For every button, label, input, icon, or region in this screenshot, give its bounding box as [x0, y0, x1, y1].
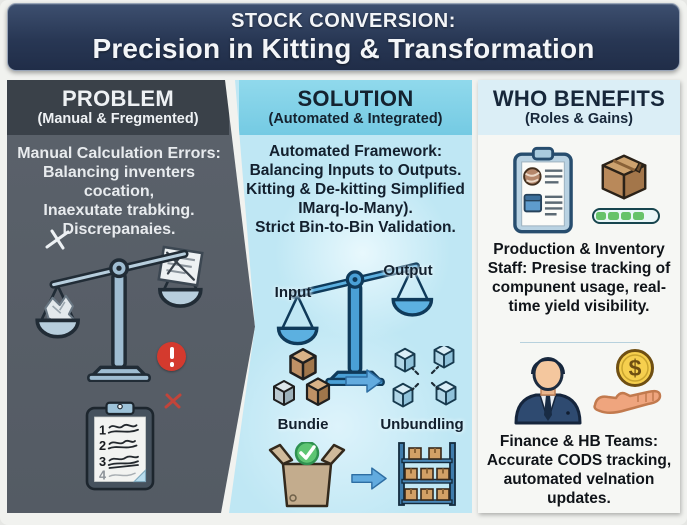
bundle-label: Bundie [277, 416, 329, 433]
progress-bar [592, 208, 660, 224]
column-solution: SOLUTION (Automated & Integrated) Automa… [229, 80, 472, 513]
problem-title: PROBLEM [61, 86, 175, 111]
error-checklist-icon: 1 2 3 4 [85, 401, 155, 491]
alert-icon [157, 342, 186, 371]
progress-segment [620, 212, 632, 220]
solution-body-line: Strict Bin-to-Bin Validation. [255, 219, 456, 236]
solution-header: SOLUTION (Automated & Integrated) [239, 80, 472, 135]
problem-subtitle: (Manual & Fregmented) [37, 111, 199, 127]
benefit-line: Presise tracking of [531, 260, 671, 277]
solution-body-line: Kitting & De-kitting Simplified [246, 181, 465, 198]
list-number: 3 [99, 454, 106, 469]
solution-body-line: Balancing Inputs to Outputs. [249, 162, 462, 179]
problem-header: PROBLEM (Manual & Fregmented) [7, 80, 229, 135]
benefit-line: Finance & HB Teams: [499, 433, 659, 450]
benefit-line: Production & [493, 241, 591, 258]
unbalanced-scale-icon [35, 245, 204, 382]
progress-segment [633, 212, 644, 220]
red-x-icon [164, 393, 182, 409]
benefits-header: WHO BENEFITS (Roles & Gains) [478, 80, 680, 135]
package-box-icon [601, 154, 647, 200]
page-title: Precision in Kitting & Transformation [92, 33, 595, 64]
input-label: Input [274, 284, 312, 301]
problem-body-line: Inaexutate trabking. [43, 202, 195, 219]
list-number: 2 [99, 438, 106, 453]
progress-segment [596, 212, 607, 220]
problem-body-line: Discrepanaies. [62, 221, 176, 238]
columns-container: PROBLEM (Manual & Fregmented) Manual Cal… [7, 80, 680, 513]
bundle-icon [273, 348, 331, 406]
list-number: 1 [99, 422, 106, 437]
dollar-symbol: $ [629, 355, 642, 381]
unbundle-label: Unbundling [380, 416, 464, 433]
problem-body-line: Balancing inventers cocation, [42, 164, 196, 200]
inventory-clipboard-icon [513, 146, 573, 234]
benefit-line: updates. [547, 490, 611, 507]
solution-subtitle: (Automated & Integrated) [268, 111, 443, 127]
solution-body-line: Automated Framework: [268, 143, 443, 160]
column-problem: PROBLEM (Manual & Fregmented) Manual Cal… [7, 80, 255, 513]
benefits-subtitle: (Roles & Gains) [525, 111, 633, 127]
progress-segment-empty [646, 212, 656, 220]
progress-segment [608, 212, 619, 220]
column-benefits: WHO BENEFITS (Roles & Gains) [478, 80, 680, 513]
unbundle-icon [392, 346, 457, 408]
title-kicker: STOCK CONVERSION: [231, 10, 456, 32]
scribble-lines [107, 423, 139, 469]
benefit-line: automated velnation [503, 471, 655, 488]
finance-person-icon [514, 357, 582, 425]
main-title-banner: STOCK CONVERSION: Precision in Kitting &… [7, 3, 680, 71]
list-number: 4 [99, 467, 107, 482]
crossout-icon [45, 229, 70, 250]
solution-body-line: IMarq-lo-Many). [298, 200, 413, 217]
finance-benefit-text: Finance & HB Teams: Accurate CODS tracki… [478, 432, 680, 508]
production-benefit-text: Production & Inventory Staff: Presise tr… [478, 240, 680, 316]
benefits-title: WHO BENEFITS [492, 86, 666, 111]
output-label: Output [383, 262, 433, 279]
section-divider [520, 342, 640, 343]
arrow-icon [351, 467, 387, 490]
solution-body: Automated Framework: Balancing Inputs to… [239, 142, 472, 237]
coin-hand-icon: $ [593, 349, 662, 414]
arrow-icon [345, 369, 383, 393]
shelf-rack-icon [398, 442, 456, 506]
benefit-line: real-time yield visibility. [508, 279, 667, 315]
benefit-line: Accurate CODS tracking, [486, 452, 672, 469]
problem-body: Manual Calculation Errors: Balancing inv… [7, 144, 231, 239]
solution-title: SOLUTION [297, 86, 414, 111]
problem-body-line: Manual Calculation Errors: [17, 145, 221, 162]
benefit-line: compunent usage, [492, 279, 629, 296]
verified-box-icon [268, 442, 346, 508]
benefit-line: Inventory Staff: [487, 241, 665, 277]
